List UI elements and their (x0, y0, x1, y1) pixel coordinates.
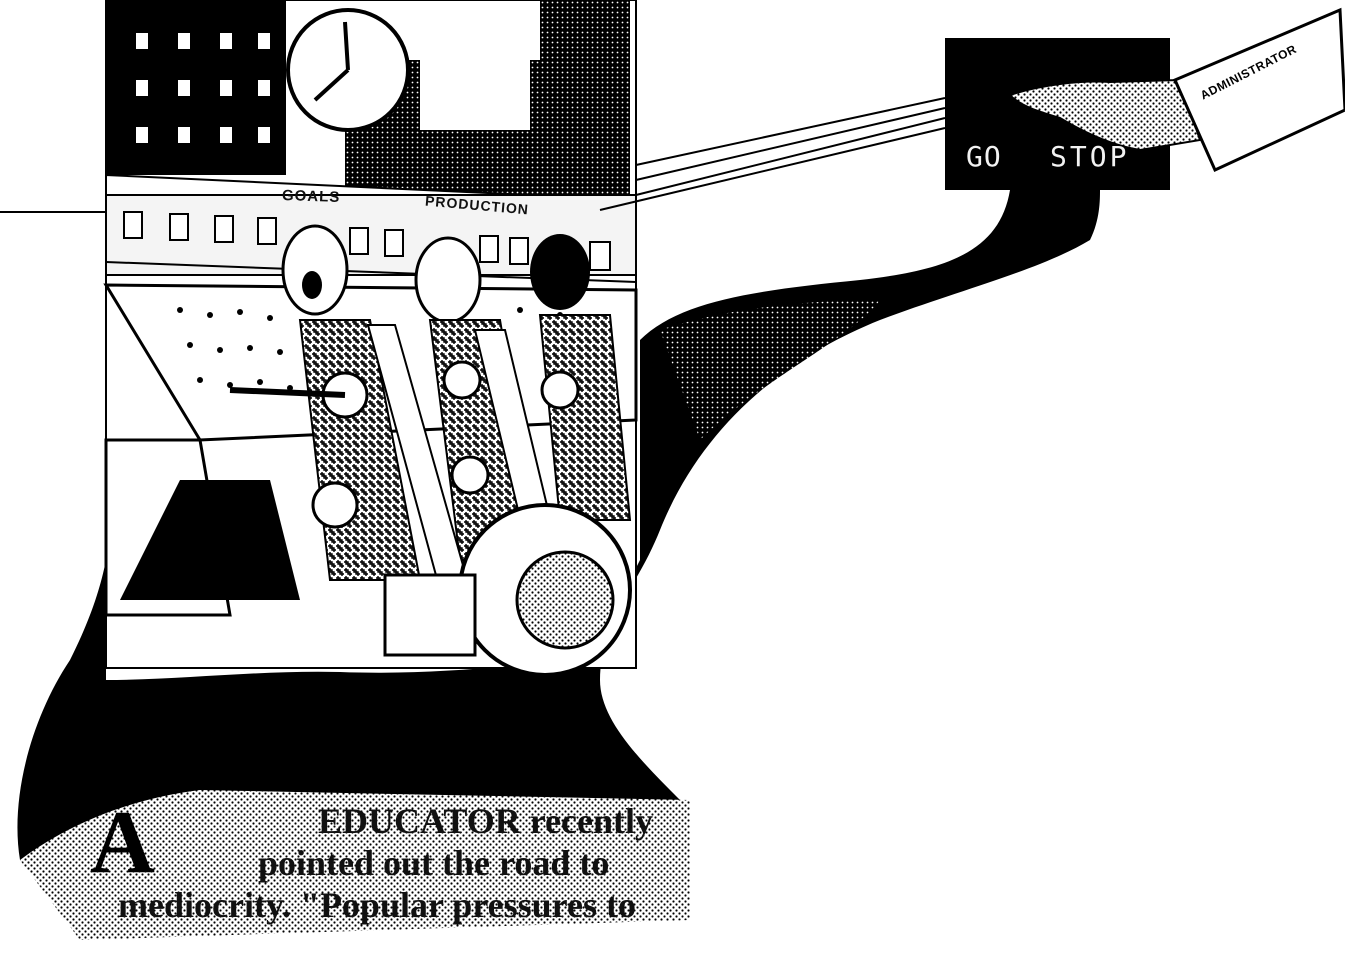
black-ribbon (17, 190, 1100, 900)
t-notch (420, 60, 530, 130)
console-shadow (120, 480, 300, 600)
gear-icon (458, 503, 632, 677)
article-text: EDUCATOR recently pointed out the road t… (118, 800, 678, 926)
stop-label: STOP (1050, 140, 1130, 173)
article-line-2: pointed out the road to (258, 843, 610, 883)
machine-block (383, 573, 477, 657)
pointing-hand-icon (1008, 78, 1202, 152)
clock-icon (286, 8, 410, 132)
worker-right (530, 234, 632, 521)
goal-slots (123, 211, 611, 271)
go-label: GO (966, 140, 1002, 173)
building-windows (136, 33, 270, 143)
control-wires (599, 97, 946, 211)
worker-middle (414, 236, 542, 561)
drop-cap: A (90, 793, 155, 892)
administrator-sleeve (1173, 7, 1345, 172)
goals-label: GOALS (281, 186, 341, 207)
article-line-3: mediocrity. "Popular pressures to (118, 885, 636, 925)
ribbon-lower-texture (20, 790, 690, 940)
worker-left (229, 224, 422, 581)
article-line-1: EDUCATOR recently (318, 801, 653, 841)
ribbon-highlight (660, 300, 880, 440)
